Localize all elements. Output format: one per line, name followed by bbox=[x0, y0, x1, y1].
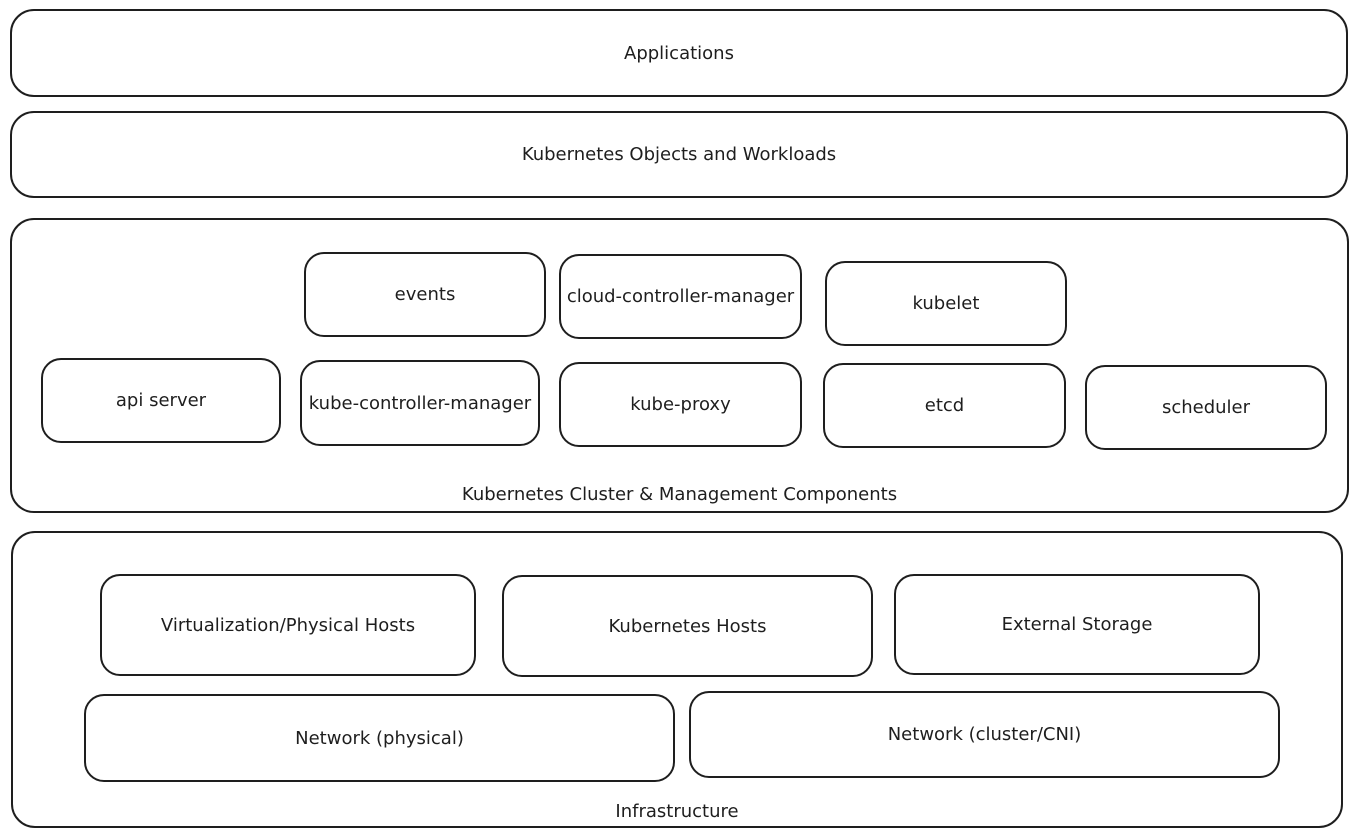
applications-label: Applications bbox=[624, 42, 734, 64]
external-storage-component: External Storage bbox=[894, 574, 1260, 675]
network-cluster-label: Network (cluster/CNI) bbox=[887, 724, 1082, 745]
events-label: events bbox=[394, 284, 456, 305]
objects-workloads-layer: Kubernetes Objects and Workloads bbox=[10, 111, 1348, 198]
etcd-label: etcd bbox=[924, 395, 965, 416]
external-storage-label: External Storage bbox=[1001, 614, 1153, 635]
api-server-component: api server bbox=[41, 358, 281, 443]
kube-proxy-label: kube-proxy bbox=[630, 394, 731, 415]
kube-proxy-component: kube-proxy bbox=[559, 362, 802, 447]
applications-layer: Applications bbox=[10, 9, 1348, 97]
kube-controller-manager-component: kube-controller-manager bbox=[300, 360, 540, 446]
virtualization-hosts-label: Virtualization/Physical Hosts bbox=[160, 614, 416, 636]
kubernetes-hosts-component: Kubernetes Hosts bbox=[502, 575, 873, 677]
kubernetes-hosts-label: Kubernetes Hosts bbox=[608, 615, 767, 637]
network-cluster-component: Network (cluster/CNI) bbox=[689, 691, 1280, 778]
scheduler-label: scheduler bbox=[1161, 397, 1251, 418]
api-server-label: api server bbox=[115, 390, 207, 411]
virtualization-hosts-component: Virtualization/Physical Hosts bbox=[100, 574, 476, 676]
network-physical-component: Network (physical) bbox=[84, 694, 675, 782]
infrastructure-layer-title: Infrastructure bbox=[615, 801, 739, 822]
kubelet-label: kubelet bbox=[912, 293, 980, 314]
cloud-controller-manager-component: cloud-controller-manager bbox=[559, 254, 802, 339]
cluster-layer-title: Kubernetes Cluster & Management Componen… bbox=[461, 484, 898, 505]
kubelet-component: kubelet bbox=[825, 261, 1067, 346]
events-component: events bbox=[304, 252, 546, 337]
objects-workloads-label: Kubernetes Objects and Workloads bbox=[521, 144, 837, 165]
network-physical-label: Network (physical) bbox=[295, 727, 464, 749]
scheduler-component: scheduler bbox=[1085, 365, 1327, 450]
etcd-component: etcd bbox=[823, 363, 1066, 448]
kube-controller-manager-label: kube-controller-manager bbox=[308, 392, 532, 414]
cloud-controller-manager-label: cloud-controller-manager bbox=[566, 286, 795, 307]
